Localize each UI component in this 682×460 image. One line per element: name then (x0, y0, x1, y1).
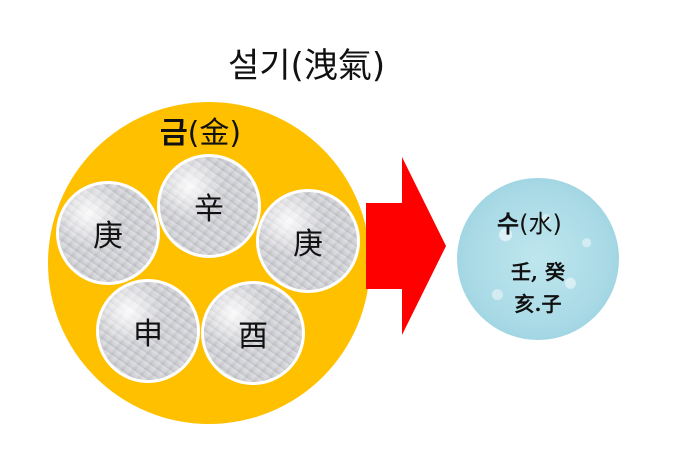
water-stems: 壬, 癸 (511, 260, 565, 284)
water-label-hanja: (水) (519, 210, 562, 238)
right-arrow-icon (366, 157, 446, 335)
marble-circle-bottom-right: 酉 (201, 281, 305, 385)
water-circle (457, 178, 619, 340)
branch-label: 申 (133, 317, 163, 352)
metal-label-hanja: (金) (187, 116, 242, 151)
diagram-title: 설기(洩氣) (228, 46, 386, 86)
marble-circle-left: 庚 (56, 181, 160, 285)
marble-circle-bottom-left: 申 (96, 279, 200, 383)
water-label: 수(水) (497, 204, 587, 239)
water-label-korean: 수 (497, 210, 520, 238)
metal-label-korean: 금 (160, 116, 188, 151)
stem-label: 庚 (293, 227, 323, 262)
stem-label: 辛 (194, 192, 224, 227)
stem-label: 庚 (93, 219, 123, 254)
metal-label: 금(金) (160, 108, 280, 152)
branch-label: 酉 (238, 319, 268, 354)
marble-circle-right: 庚 (256, 189, 360, 293)
water-branches: 亥.子 (514, 292, 562, 316)
marble-circle-top: 辛 (157, 154, 261, 258)
